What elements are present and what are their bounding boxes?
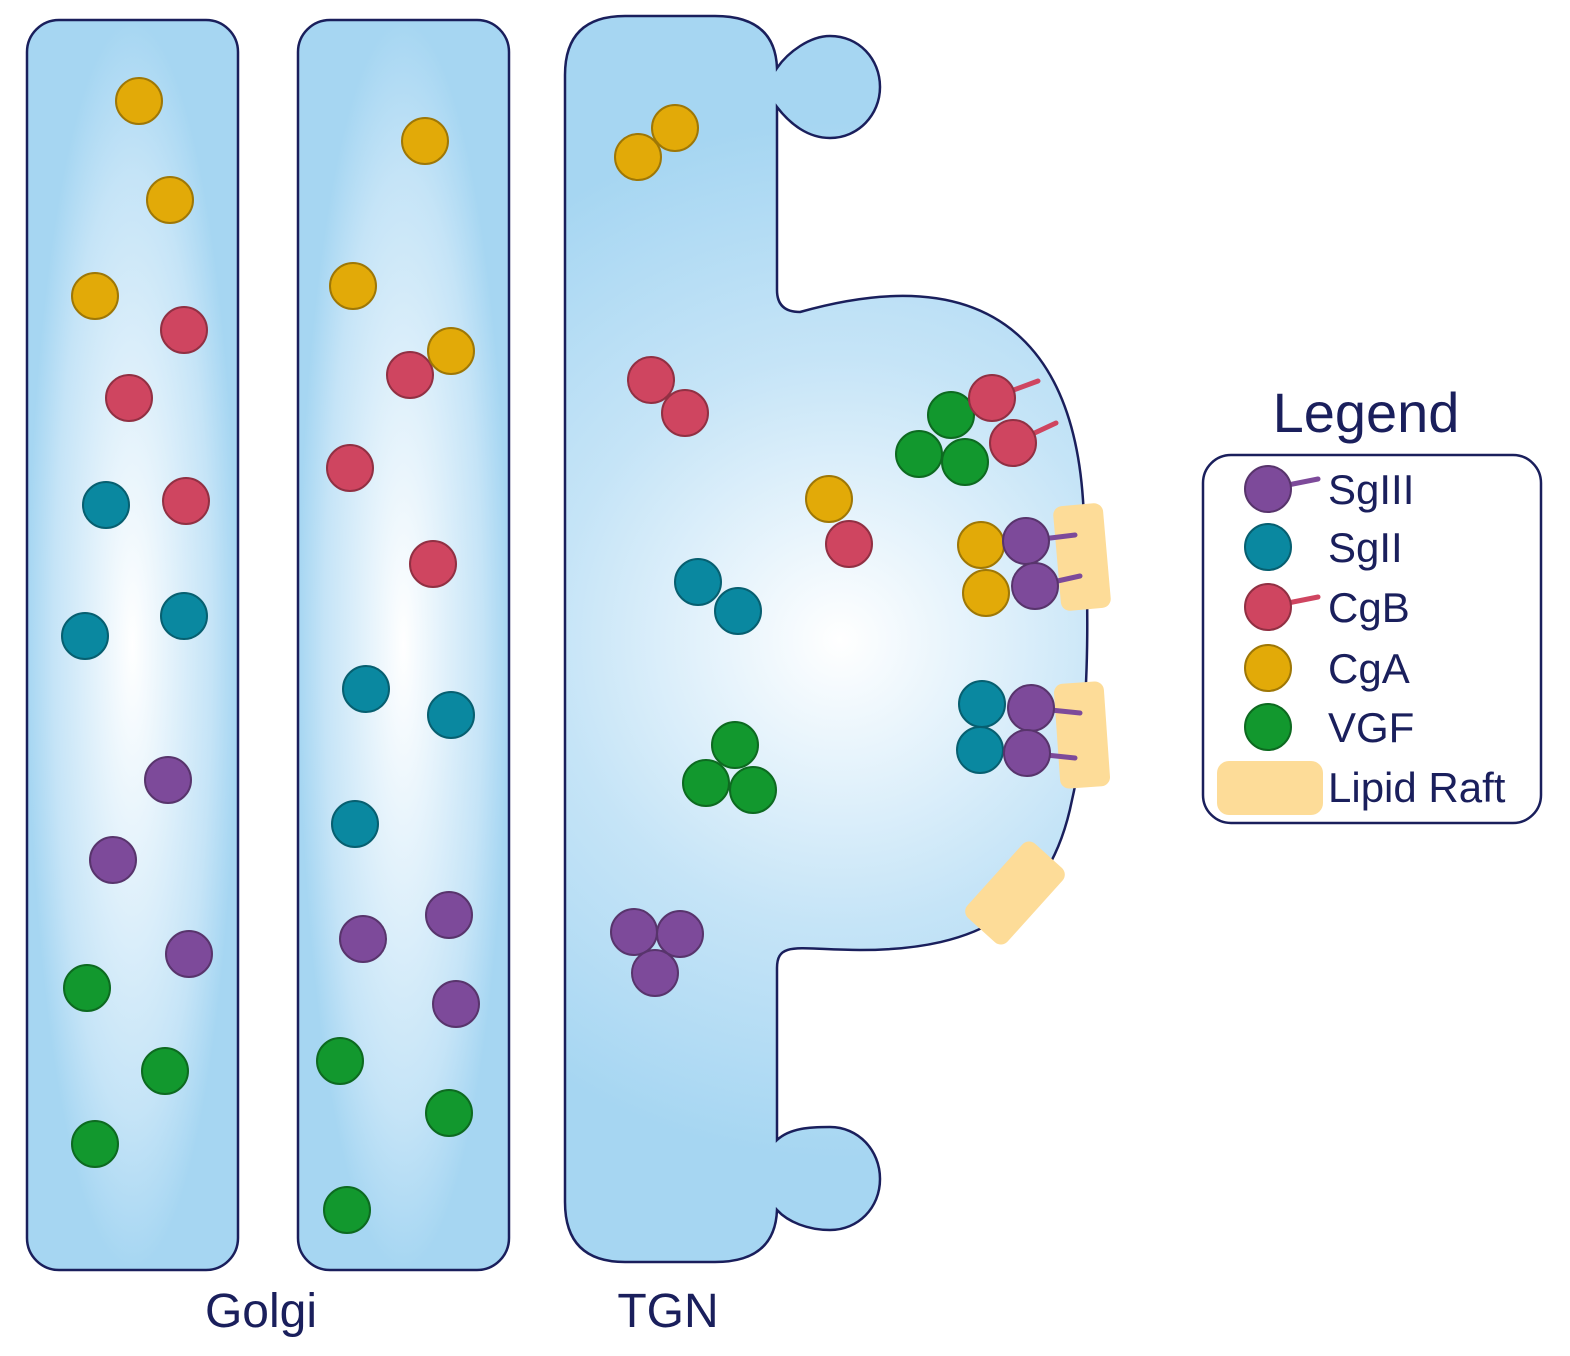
vgf-protein [895,430,943,478]
sgiii-protein [1007,684,1055,732]
cgb-protein [968,374,1016,422]
sgii-protein [958,680,1006,728]
cgb-protein [105,374,153,422]
cga-protein [957,521,1005,569]
legend-sgiii-label: SgIII [1328,466,1414,513]
vgf-protein [941,438,989,486]
sgiii-protein [432,980,480,1028]
golgi-label: Golgi [205,1285,317,1338]
sgiii-protein [1011,562,1059,610]
legend-cga-swatch [1244,644,1292,692]
sgii-protein [956,726,1004,774]
cgb-protein [989,419,1037,467]
cga-protein [651,104,699,152]
tgn-label: TGN [617,1285,718,1338]
tgn-compartment [563,14,1089,1264]
vgf-protein [729,766,777,814]
vgf-protein [71,1120,119,1168]
cgb-protein [627,356,675,404]
legend-cgb-swatch [1244,583,1292,631]
sgiii-protein [1002,517,1050,565]
cgb-protein [160,306,208,354]
vgf-protein [63,964,111,1012]
sgiii-protein [610,908,658,956]
cgb-protein [661,389,709,437]
cga-protein [71,272,119,320]
legend-lipid-raft-swatch [1217,761,1323,815]
legend-vgf-swatch [1244,703,1292,751]
cga-protein [115,77,163,125]
cgb-protein [386,351,434,399]
legend-sgiii-swatch [1244,465,1292,513]
legend-sgii-label: SgII [1328,524,1403,571]
cga-protein [805,475,853,523]
legend-sgii-swatch [1244,523,1292,571]
sgiii-protein [425,891,473,939]
sgii-protein [714,587,762,635]
sgiii-protein [339,915,387,963]
vgf-protein [141,1047,189,1095]
vgf-protein [682,759,730,807]
legend-lipid-raft-label: Lipid Raft [1328,764,1506,811]
sgiii-protein [165,930,213,978]
legend-vgf-label: VGF [1328,704,1414,751]
cgb-protein [409,540,457,588]
vgf-protein [316,1037,364,1085]
sgii-protein [160,592,208,640]
lipid-raft [965,841,1065,945]
vgf-protein [711,721,759,769]
legend-cgb-label: CgB [1328,584,1410,631]
sgii-protein [342,665,390,713]
legend-title: Legend [1273,381,1460,444]
sgii-protein [674,558,722,606]
cga-protein [962,569,1010,617]
sgii-protein [61,612,109,660]
sgii-protein [331,800,379,848]
vgf-protein [323,1186,371,1234]
sgiii-protein [631,949,679,997]
lipid-raft [1054,681,1110,789]
legend-cga-label: CgA [1328,645,1410,692]
cga-protein [329,262,377,310]
sgiii-protein [144,756,192,804]
cga-protein [401,117,449,165]
sgiii-protein [89,836,137,884]
cgb-protein [326,444,374,492]
cgb-protein [825,520,873,568]
cgb-protein [162,477,210,525]
vgf-protein [425,1089,473,1137]
sgiii-protein [1003,729,1051,777]
golgi-cisterna-1 [25,18,240,1272]
cga-protein [427,327,475,375]
sgiii-protein [656,910,704,958]
sgii-protein [82,481,130,529]
cga-protein [614,133,662,181]
cga-protein [146,176,194,224]
lipid-raft [1053,503,1111,611]
sgii-protein [427,691,475,739]
vgf-protein [927,391,975,439]
